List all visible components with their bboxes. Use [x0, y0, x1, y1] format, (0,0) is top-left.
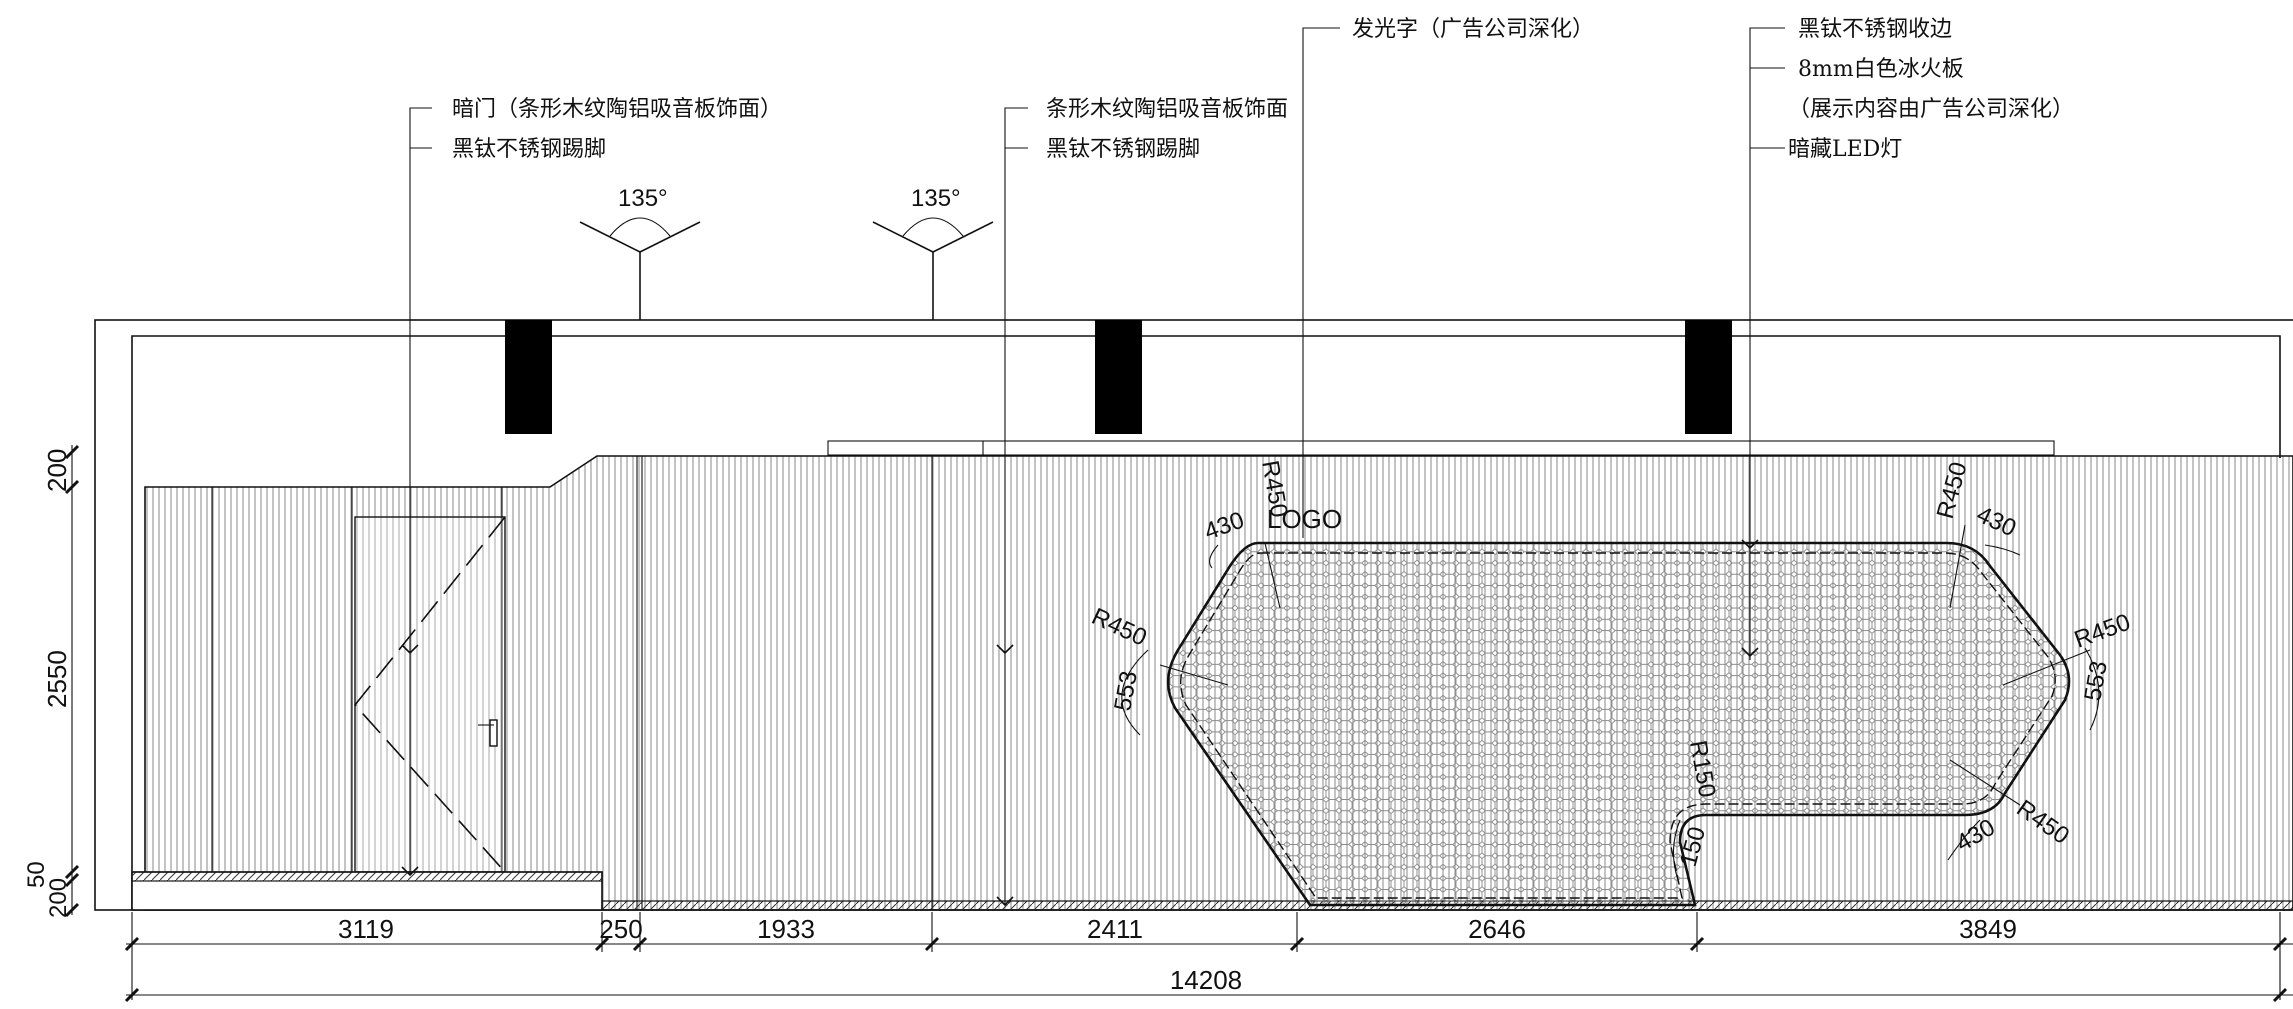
arrow-down-icon	[996, 644, 1014, 655]
display-panel-inner	[1180, 552, 2056, 899]
dim-seg-3: 1933	[757, 914, 815, 944]
callout-right: 黑钛不锈钢收边 8mm白色冰火板 （展示内容由广告公司深化） 暗藏LED灯	[1741, 17, 2074, 660]
leader-r-left	[1159, 664, 1229, 686]
callout-middle-line1: 条形木纹陶铝吸音板饰面	[1046, 97, 1288, 122]
light-angle-1: 135°	[618, 185, 668, 212]
callouts: 暗门（条形木纹陶铝吸音板饰面） 黑钛不锈钢踢脚 条形木纹陶铝吸音板饰面 黑钛不锈…	[401, 17, 2074, 907]
leader-r-right	[2002, 649, 2091, 686]
pendant-light-1: 135°	[579, 185, 701, 320]
arc-notch	[1672, 819, 1681, 881]
dim-seg-5: 2646	[1468, 914, 1526, 944]
arc-left	[1121, 649, 1149, 736]
ceiling-block-3	[1685, 320, 1732, 434]
dim-vertical-50: 50	[23, 861, 50, 888]
callout-left-line1: 暗门（条形木纹陶铝吸音板饰面）	[452, 97, 782, 122]
pendant-lights: 135° 135°	[579, 185, 994, 320]
leader-r-top-left	[1264, 542, 1281, 609]
dim-seg-4: 2411	[1087, 914, 1143, 944]
callout-middle-line2: 黑钛不锈钢踢脚	[1046, 137, 1200, 162]
ceiling-blocks	[505, 320, 1732, 434]
ceiling-block-2	[1095, 320, 1142, 434]
display-panel: LOGO	[1166, 504, 2071, 907]
ceiling-inner-line	[131, 335, 2281, 910]
dim-vertical-main: 2550	[42, 650, 72, 708]
callout-top: 发光字（广告公司深化）	[1302, 17, 1594, 538]
arc-right	[2084, 647, 2100, 731]
dim-seg-2: 250	[599, 914, 642, 944]
door-swing-line	[353, 516, 506, 873]
door-handle-icon	[489, 719, 498, 747]
callout-left-line2: 黑钛不锈钢踢脚	[452, 137, 606, 162]
dim-total: 14208	[1170, 965, 1242, 995]
logo-text: LOGO	[1267, 504, 1342, 534]
arrow-down-icon	[401, 644, 419, 655]
callout-top-line1: 发光字（广告公司深化）	[1352, 17, 1594, 42]
display-panel-outer	[1166, 541, 2071, 907]
arrow-down-icon	[996, 896, 1014, 907]
dim-seg-1: 3119	[338, 914, 394, 944]
callout-right-line4: 暗藏LED灯	[1788, 137, 1902, 162]
bulkhead-strip	[827, 440, 2055, 456]
arrow-down-icon	[401, 866, 419, 877]
left-dimensions: 200 2550 50 200	[23, 444, 80, 918]
callout-right-line2: 8mm白色冰火板	[1798, 57, 1964, 82]
arc-top-right	[1984, 544, 2021, 556]
hidden-door	[353, 516, 506, 873]
leader-r-bottom-right	[1949, 759, 2021, 806]
dim-vertical-top: 200	[42, 449, 72, 492]
dim-vertical-bottom: 200	[45, 878, 72, 918]
callout-middle: 条形木纹陶铝吸音板饰面 黑钛不锈钢踢脚	[996, 97, 1288, 907]
callout-left: 暗门（条形木纹陶铝吸音板饰面） 黑钛不锈钢踢脚	[401, 97, 782, 877]
dim-seg-6: 3849	[1959, 914, 2017, 944]
door-leaf	[354, 516, 506, 873]
pendant-light-2: 135°	[872, 185, 994, 320]
arc-bottom-right	[1947, 819, 1981, 861]
arrow-down-icon	[1741, 647, 1759, 658]
ceiling-block-1	[505, 320, 552, 434]
callout-right-line1: 黑钛不锈钢收边	[1798, 17, 1952, 42]
callout-right-line3: （展示内容由广告公司深化）	[1788, 97, 2074, 122]
arrow-down-icon	[1741, 539, 1759, 550]
bottom-dimensions: 3119 250 1933 2411 2646 3849 14208	[124, 912, 2293, 1003]
leader-r-top-right	[1949, 524, 1966, 609]
platform-kickplate	[131, 871, 603, 882]
light-angle-2: 135°	[911, 185, 961, 212]
arc-top-left	[1209, 544, 1219, 569]
